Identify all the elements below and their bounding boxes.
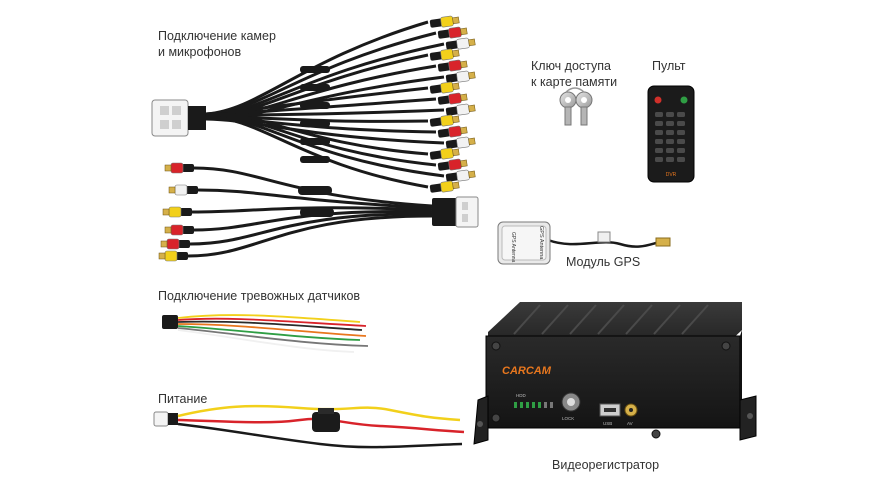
rca-plug [437, 92, 468, 105]
rca-plug [445, 169, 476, 182]
camera-harness-secondary [158, 162, 479, 262]
memory-card-keys [559, 87, 593, 126]
remote-green-button [680, 96, 688, 104]
rca-plug [429, 114, 460, 127]
label-alarm: Подключение тревожных датчиков [158, 289, 361, 303]
power-connector [153, 411, 169, 427]
video-recorder: CARCAM HDD LOCK USB AV [473, 302, 757, 445]
rca-plug [158, 250, 188, 262]
lock-label: LOCK [562, 416, 574, 421]
remote-brand: DVR [666, 172, 677, 178]
label-cameras-line1: Подключение камер [158, 29, 276, 43]
remote-control: DVR [647, 85, 695, 183]
rca-plug [162, 206, 192, 218]
harness-connector-2-body [432, 198, 460, 226]
label-key: Ключ доступа к карте памяти [531, 58, 617, 90]
rca-plug [160, 238, 190, 250]
alarm-connector [162, 315, 178, 329]
power-cable [153, 404, 465, 449]
label-cameras: Подключение камер и микрофонов [158, 28, 276, 60]
label-key-line2: к карте памяти [531, 75, 618, 89]
fuse-holder [312, 412, 340, 432]
device-brand: CARCAM [502, 365, 552, 377]
gps-antenna: GPS Antenna GPS Antenna [497, 221, 671, 265]
harness-connector-2 [455, 196, 479, 228]
label-remote: Пульт [652, 59, 686, 73]
rca-plug [445, 37, 476, 50]
label-recorder: Видеорегистратор [552, 458, 660, 472]
rca-plug [429, 180, 460, 193]
rca-plug [429, 48, 460, 61]
rca-plug [445, 136, 476, 149]
rca-plug [429, 15, 460, 28]
gps-antenna-text-2: GPS Antenna [510, 232, 516, 263]
av-label: AV [627, 421, 633, 426]
label-cameras-line2: и микрофонов [158, 45, 242, 59]
rca-plug [437, 26, 468, 39]
rca-plug [445, 103, 476, 116]
label-power: Питание [158, 392, 208, 406]
rca-plug [168, 184, 198, 196]
led-label: HDD [516, 393, 526, 398]
rca-plug [445, 70, 476, 83]
rca-plug [429, 81, 460, 94]
label-key-line1: Ключ доступа [531, 59, 611, 73]
camera-harness-main [151, 15, 476, 193]
usb-label: USB [603, 421, 612, 426]
rca-plug [437, 158, 468, 171]
rca-plug [437, 59, 468, 72]
harness-connector-1 [151, 99, 189, 137]
alarm-sensor-harness [162, 314, 369, 353]
rca-plug [437, 125, 468, 138]
label-gps: Модуль GPS [566, 255, 641, 269]
rca-plug [164, 162, 194, 174]
rca-plug [429, 147, 460, 160]
remote-red-button [654, 96, 662, 104]
gps-antenna-text: GPS Antenna [538, 226, 544, 260]
rca-plug [164, 224, 194, 236]
